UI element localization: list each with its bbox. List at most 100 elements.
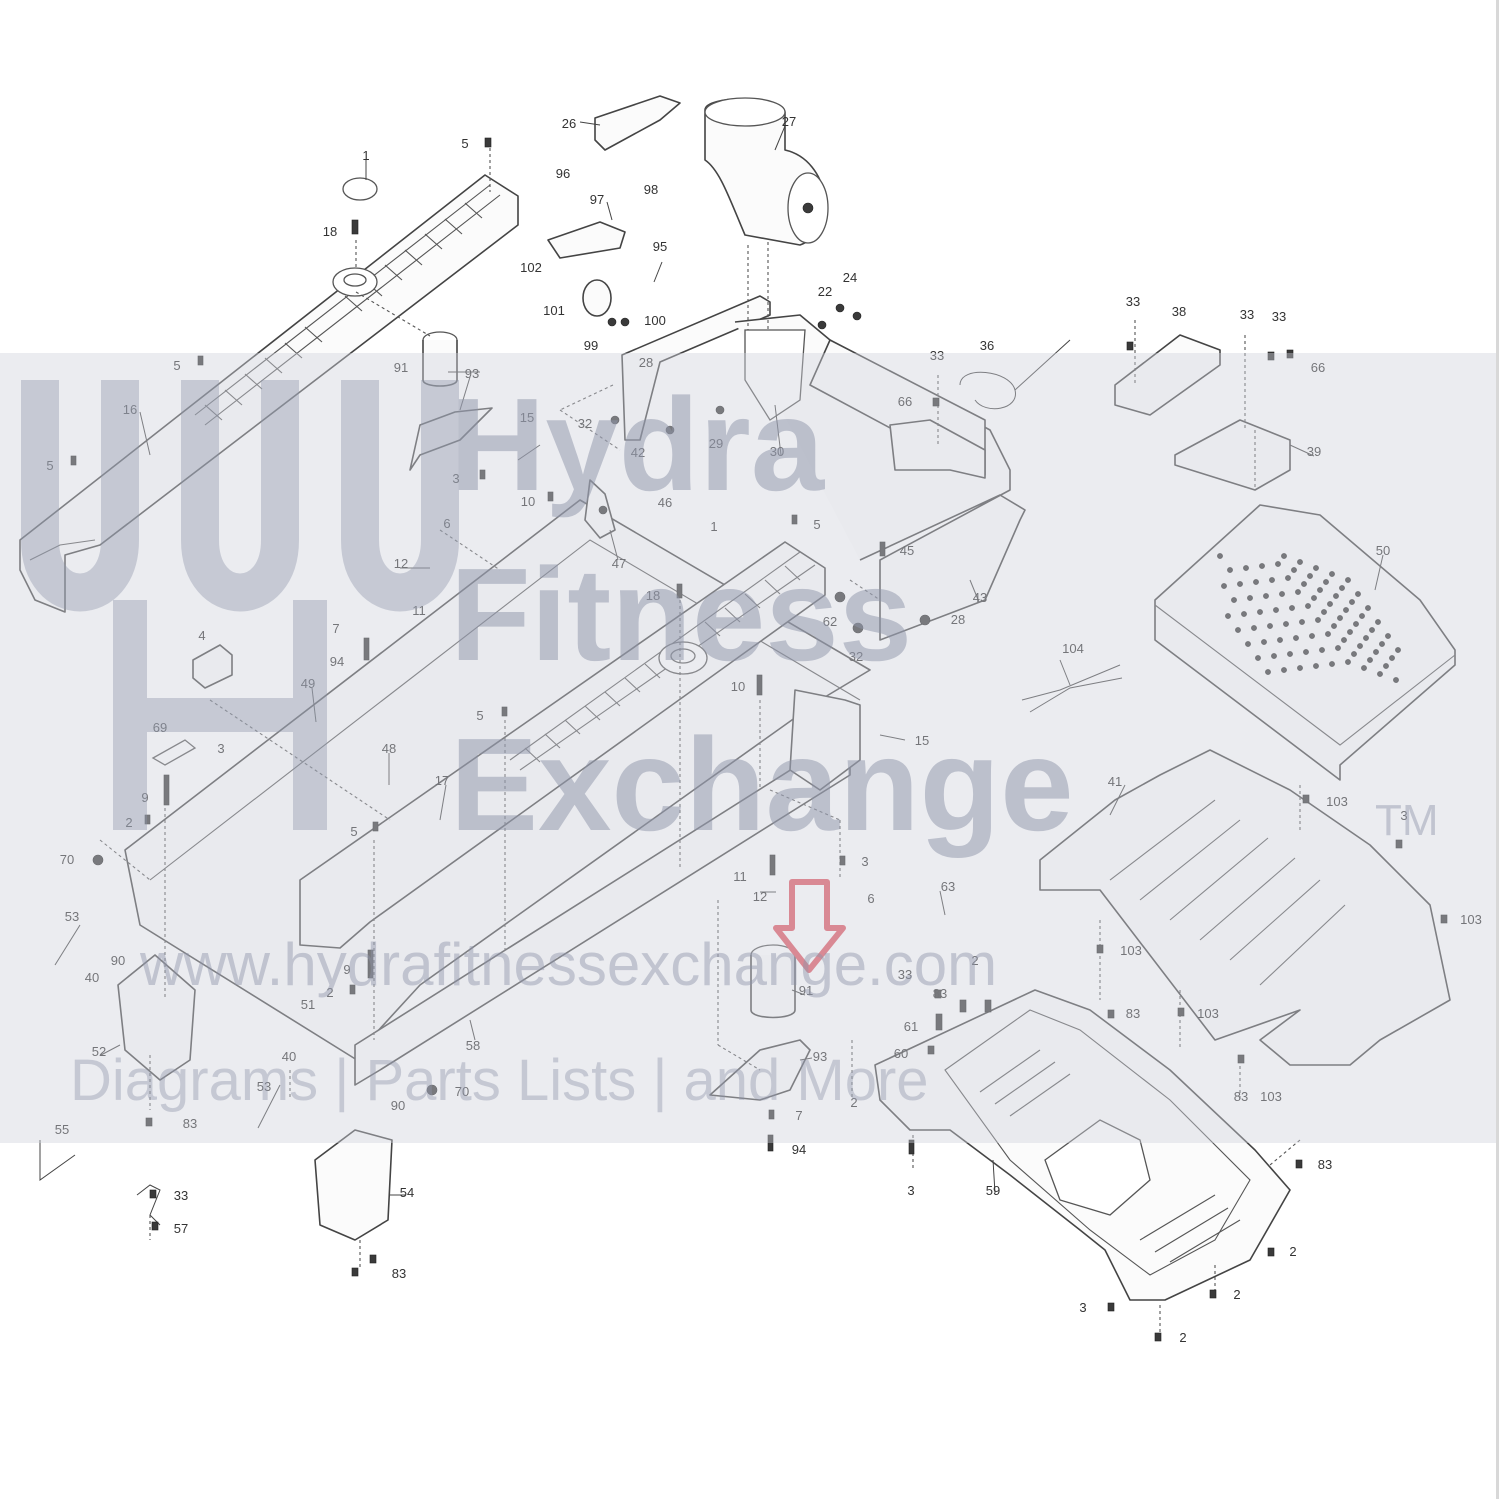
vent-hole [1225, 613, 1231, 619]
leader-lines [100, 121, 1384, 1196]
part-number-label: 90 [111, 953, 125, 968]
part-controller-board [1114, 334, 1221, 416]
vent-hole [1349, 599, 1355, 605]
vent-hole [1309, 633, 1315, 639]
vent-hole [1395, 647, 1401, 653]
part-number-label: 2 [1233, 1287, 1240, 1302]
vent-hole [1351, 651, 1357, 657]
vent-hole [1375, 619, 1381, 625]
vent-hole [1343, 607, 1349, 613]
part-right-rail [299, 541, 826, 949]
vent-hole [1315, 617, 1321, 623]
vent-hole [1377, 671, 1383, 677]
vent-hole [1327, 601, 1333, 607]
watermark-url: www.hydrafitnessexchange.com [139, 931, 997, 998]
watermark-line3: Exchange [450, 711, 1074, 858]
part-number-label: 2 [850, 1095, 857, 1110]
part-number-label: 5 [813, 517, 820, 532]
vent-hole [1259, 563, 1265, 569]
vent-hole [1329, 571, 1335, 577]
part-base-pan [874, 989, 1291, 1301]
vent-hole [1257, 609, 1263, 615]
part-number-label: 33 [1126, 294, 1140, 309]
part-number-label: 54 [400, 1185, 414, 1200]
vent-hole [1305, 603, 1311, 609]
part-number-label: 6 [443, 516, 450, 531]
vent-hole [1331, 623, 1337, 629]
vent-hole [1389, 655, 1395, 661]
part-bracket-4 [192, 644, 233, 689]
part-number-label: 18 [646, 588, 660, 603]
part-number-label: 24 [843, 270, 857, 285]
part-number-label: 5 [350, 824, 357, 839]
vent-hole [1221, 583, 1227, 589]
part-number-label: 28 [951, 612, 965, 627]
part-number-label: 49 [301, 676, 315, 691]
part-isolator-bottom [750, 944, 796, 1019]
part-number-label: 70 [455, 1084, 469, 1099]
vent-hole [1247, 595, 1253, 601]
part-number-label: 33 [1272, 309, 1286, 324]
part-number-label: 17 [435, 773, 449, 788]
part-drive-belt [594, 95, 681, 151]
vent-hole [1253, 579, 1259, 585]
part-number-label: 30 [770, 444, 784, 459]
parts-drawing: 1526279698971895102222410110099333833333… [19, 95, 1482, 1345]
part-power-cord [959, 339, 1071, 410]
part-number-label: 16 [123, 402, 137, 417]
part-number-label: 5 [173, 358, 180, 373]
vent-hole [1345, 577, 1351, 583]
vent-hole [1267, 623, 1273, 629]
hardware-screws [54, 137, 1448, 1342]
part-number-label: 104 [1062, 641, 1084, 656]
part-number-label: 1 [710, 519, 717, 534]
part-number-label: 103 [1460, 912, 1482, 927]
vent-hole [1277, 637, 1283, 643]
part-number-label: 53 [65, 909, 79, 924]
part-number-label: 83 [183, 1116, 197, 1131]
vent-hole [1385, 633, 1391, 639]
part-number-label: 103 [1197, 1006, 1219, 1021]
part-rear-roller-bracket [789, 689, 861, 791]
part-number-label: 98 [644, 182, 658, 197]
vent-hole [1245, 641, 1251, 647]
part-number-label: 95 [653, 239, 667, 254]
part-number-label: 40 [85, 970, 99, 985]
vent-hole [1269, 577, 1275, 583]
part-number-label: 33 [1240, 307, 1254, 322]
part-number-label: 83 [1318, 1157, 1332, 1172]
part-number-label: 3 [217, 741, 224, 756]
vent-hole [1313, 565, 1319, 571]
vent-hole [1271, 653, 1277, 659]
vent-hole [1301, 581, 1307, 587]
part-number-label: 4 [198, 628, 205, 643]
part-number-label: 83 [933, 986, 947, 1001]
vent-hole [1251, 625, 1257, 631]
vent-hole [1367, 657, 1373, 663]
vent-hole [1347, 629, 1353, 635]
part-number-label: 91 [394, 360, 408, 375]
part-number-label: 96 [556, 166, 570, 181]
part-number-label: 61 [904, 1019, 918, 1034]
vent-hole [1289, 605, 1295, 611]
vent-hole [1297, 665, 1303, 671]
vent-hole [1369, 627, 1375, 633]
part-number-label: 66 [1311, 360, 1325, 375]
part-number-label: 103 [1260, 1089, 1282, 1104]
vent-hole [1373, 649, 1379, 655]
vent-hole [1337, 615, 1343, 621]
part-number-label: 22 [818, 284, 832, 299]
part-motor [704, 97, 829, 246]
watermark: Hydra Fitness Exchange TM www.hydrafitne… [0, 353, 1499, 1143]
vent-hole [1231, 597, 1237, 603]
vent-hole [1235, 627, 1241, 633]
part-pad-69 [151, 739, 197, 766]
part-number-label: 103 [1326, 794, 1348, 809]
vent-hole [1363, 635, 1369, 641]
highlight-arrow-icon [773, 879, 846, 973]
part-number-label: 27 [782, 114, 796, 129]
vent-hole [1291, 567, 1297, 573]
part-leg-cover-left [117, 954, 196, 1081]
vent-hole [1313, 663, 1319, 669]
